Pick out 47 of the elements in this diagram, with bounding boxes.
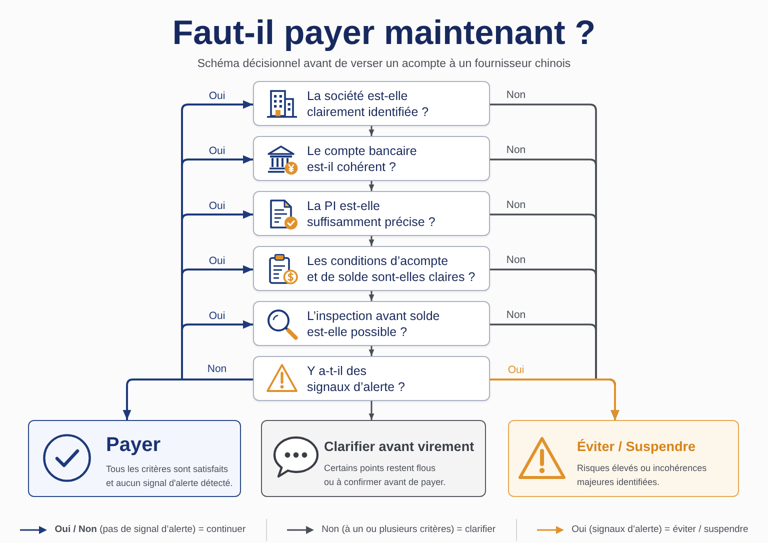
outcome-box xyxy=(261,420,486,497)
question-box xyxy=(253,81,490,126)
question-text: La société est-elle clairement identifiée ? xyxy=(307,88,429,120)
question-text: Y a-t-il des signaux d’alerte ? xyxy=(307,362,405,394)
outcome-description: Certains points restent flous ou à confirmer avant de payer. xyxy=(324,462,446,489)
title: Faut-il payer maintenant ? xyxy=(172,13,596,53)
outcome-title: Payer xyxy=(106,433,160,457)
edge-label: Oui xyxy=(208,90,226,102)
outcome-description: Tous les critères sont satisfaits et aucun signal d'alerte détecté. xyxy=(106,463,233,490)
edge-label: Non xyxy=(207,362,227,374)
edge-label: Non xyxy=(506,254,526,266)
arrow xyxy=(368,181,374,191)
legend-text: Non (à un ou plusieurs critères) = clarifier xyxy=(322,524,496,536)
question-box xyxy=(253,191,490,236)
arrow xyxy=(368,291,374,301)
subtitle: Schéma décisionnel avant de verser un acompte à un fournisseur chinois xyxy=(197,57,571,71)
edge-label: Non xyxy=(506,144,526,156)
arrow xyxy=(181,320,253,380)
arrow xyxy=(368,126,374,136)
outcome-description: Risques élevés ou incohérences majeures identifiées. xyxy=(577,462,707,489)
question-box xyxy=(253,356,490,401)
legend-text: Oui / Non (pas de signal d’alerte) = continuer xyxy=(54,524,246,536)
question-box xyxy=(253,246,490,291)
question-box xyxy=(253,136,490,181)
arrow xyxy=(368,346,374,356)
outcome-box xyxy=(508,420,739,497)
edge-label: Non xyxy=(506,198,526,210)
edge-label: Non xyxy=(506,88,526,100)
arrow xyxy=(490,378,620,420)
edge-label: Oui xyxy=(508,364,524,376)
outcome-title: Clarifier avant virement xyxy=(324,438,474,456)
question-box xyxy=(253,301,490,346)
arrow xyxy=(368,236,374,246)
outcome-box xyxy=(28,420,241,497)
question-text: Les conditions d’acompte et de solde sont-elles claires ? xyxy=(307,252,476,284)
legend-text: Oui (signaux d’alerte) = éviter / suspendre xyxy=(572,524,748,536)
question-text: La PI est-elle suffisamment précise ? xyxy=(307,198,436,230)
question-text: L’inspection avant solde est-elle possible ? xyxy=(307,308,440,340)
outcome-title: Éviter / Suspendre xyxy=(577,438,696,456)
edge-label: Oui xyxy=(208,310,226,322)
edge-label: Oui xyxy=(208,254,226,266)
edge-label: Non xyxy=(506,308,526,320)
arrow xyxy=(368,401,374,420)
arrow xyxy=(122,378,253,420)
edge-label: Oui xyxy=(208,144,226,156)
question-text: Le compte bancaire est-il cohérent ? xyxy=(307,142,417,174)
edge-label: Oui xyxy=(208,200,226,212)
